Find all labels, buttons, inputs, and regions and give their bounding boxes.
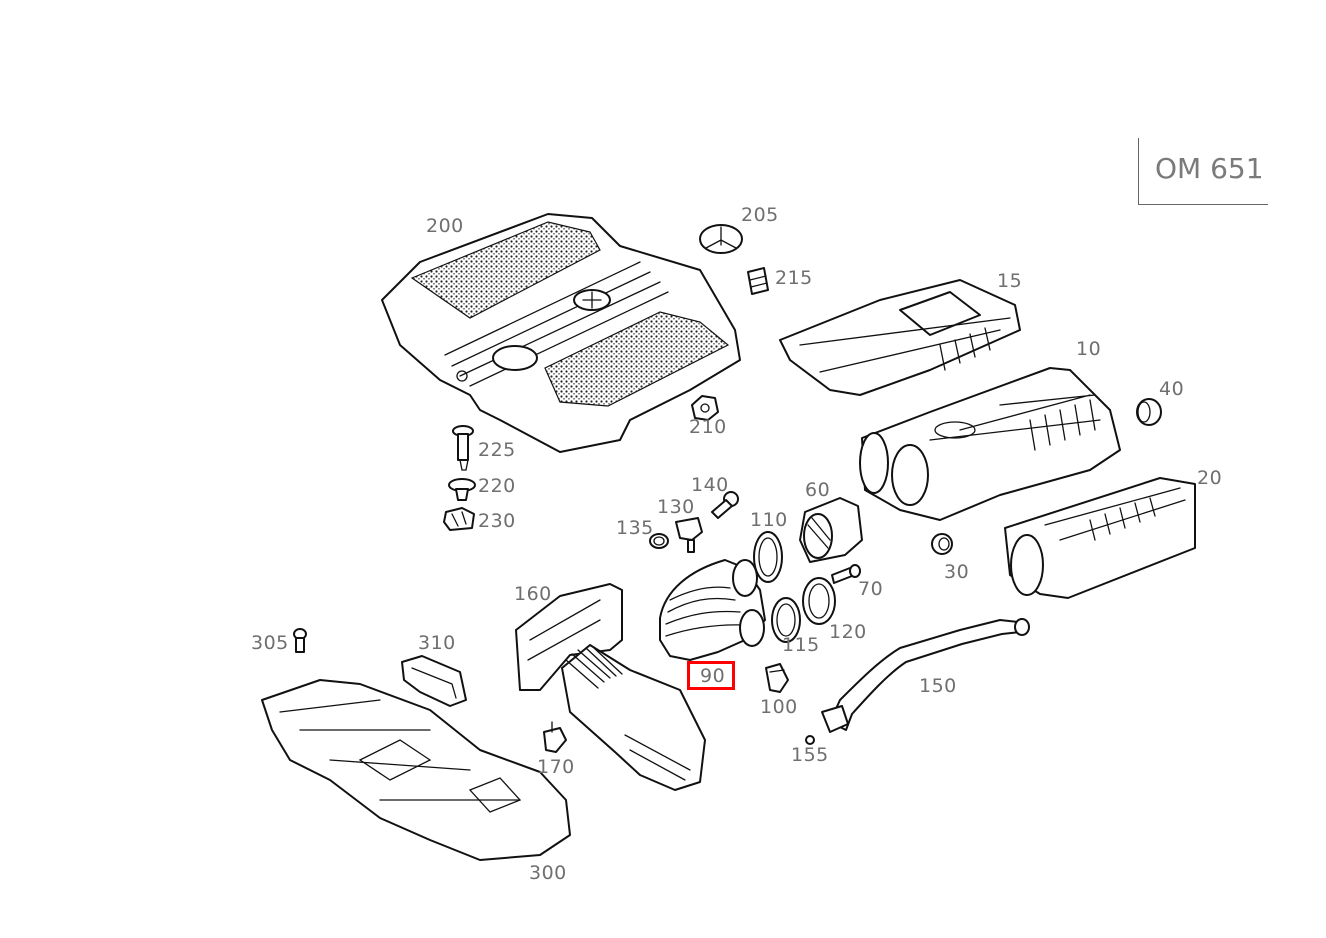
label-220: 220	[478, 475, 516, 497]
part-310-seal[interactable]	[401, 655, 467, 707]
part-130-sensor[interactable]	[675, 517, 703, 553]
part-150-hose[interactable]	[821, 618, 1030, 733]
label-305: 305	[251, 632, 289, 654]
part-160-air-duct[interactable]	[515, 583, 623, 691]
part-215-grommet[interactable]	[747, 267, 769, 295]
label-200: 200	[426, 215, 464, 237]
label-30: 30	[944, 561, 970, 583]
part-30-grommet[interactable]	[931, 533, 953, 555]
label-115: 115	[782, 634, 820, 656]
label-300: 300	[529, 862, 567, 884]
part-10-air-filter-housing[interactable]	[859, 367, 1121, 521]
label-135: 135	[616, 517, 654, 539]
part-230-bracket[interactable]	[443, 507, 475, 531]
label-70: 70	[858, 578, 884, 600]
part-15-airbox-lid[interactable]	[779, 279, 1021, 396]
label-215: 215	[775, 267, 813, 289]
part-intake-bellows[interactable]	[561, 644, 706, 791]
part-205-star-emblem[interactable]	[699, 224, 743, 254]
label-230: 230	[478, 510, 516, 532]
label-110: 110	[750, 509, 788, 531]
part-40-plug[interactable]	[1136, 398, 1162, 426]
label-155: 155	[791, 744, 829, 766]
label-120: 120	[829, 621, 867, 643]
label-90[interactable]: 90	[700, 665, 726, 687]
label-170: 170	[537, 756, 575, 778]
part-90-intake-pipe[interactable]	[659, 559, 766, 661]
part-135-o-ring[interactable]	[649, 533, 669, 549]
label-205: 205	[741, 204, 779, 226]
part-225-stud[interactable]	[452, 425, 474, 471]
part-220-clip[interactable]	[448, 478, 476, 501]
part-120-clamp[interactable]	[802, 577, 836, 625]
part-60-air-mass-sensor[interactable]	[799, 497, 863, 563]
part-20-filter-element[interactable]	[1004, 477, 1196, 599]
label-150: 150	[919, 675, 957, 697]
label-60: 60	[805, 479, 831, 501]
part-110-clamp[interactable]	[753, 531, 783, 583]
part-155-clip[interactable]	[805, 735, 815, 745]
label-40: 40	[1159, 378, 1185, 400]
part-210-nut[interactable]	[691, 395, 719, 421]
label-210: 210	[689, 416, 727, 438]
part-115-clamp[interactable]	[771, 597, 801, 643]
label-15: 15	[997, 270, 1023, 292]
part-70-bolt[interactable]	[831, 564, 861, 584]
label-310: 310	[418, 632, 456, 654]
label-10: 10	[1076, 338, 1102, 360]
label-160: 160	[514, 583, 552, 605]
part-140-bolt[interactable]	[711, 491, 739, 519]
highlight-box-part-90	[687, 661, 735, 690]
label-20: 20	[1197, 467, 1223, 489]
part-170-clip[interactable]	[543, 721, 567, 753]
part-300-lower-air-duct[interactable]	[261, 679, 571, 861]
label-140: 140	[691, 474, 729, 496]
label-100: 100	[760, 696, 798, 718]
engine-code: OM 651	[1155, 152, 1264, 185]
part-200-engine-cover[interactable]	[381, 213, 741, 453]
part-100-sensor[interactable]	[765, 663, 789, 693]
label-225: 225	[478, 439, 516, 461]
engine-code-box: OM 651	[1138, 138, 1268, 205]
part-305-bolt[interactable]	[293, 628, 307, 653]
label-130: 130	[657, 496, 695, 518]
